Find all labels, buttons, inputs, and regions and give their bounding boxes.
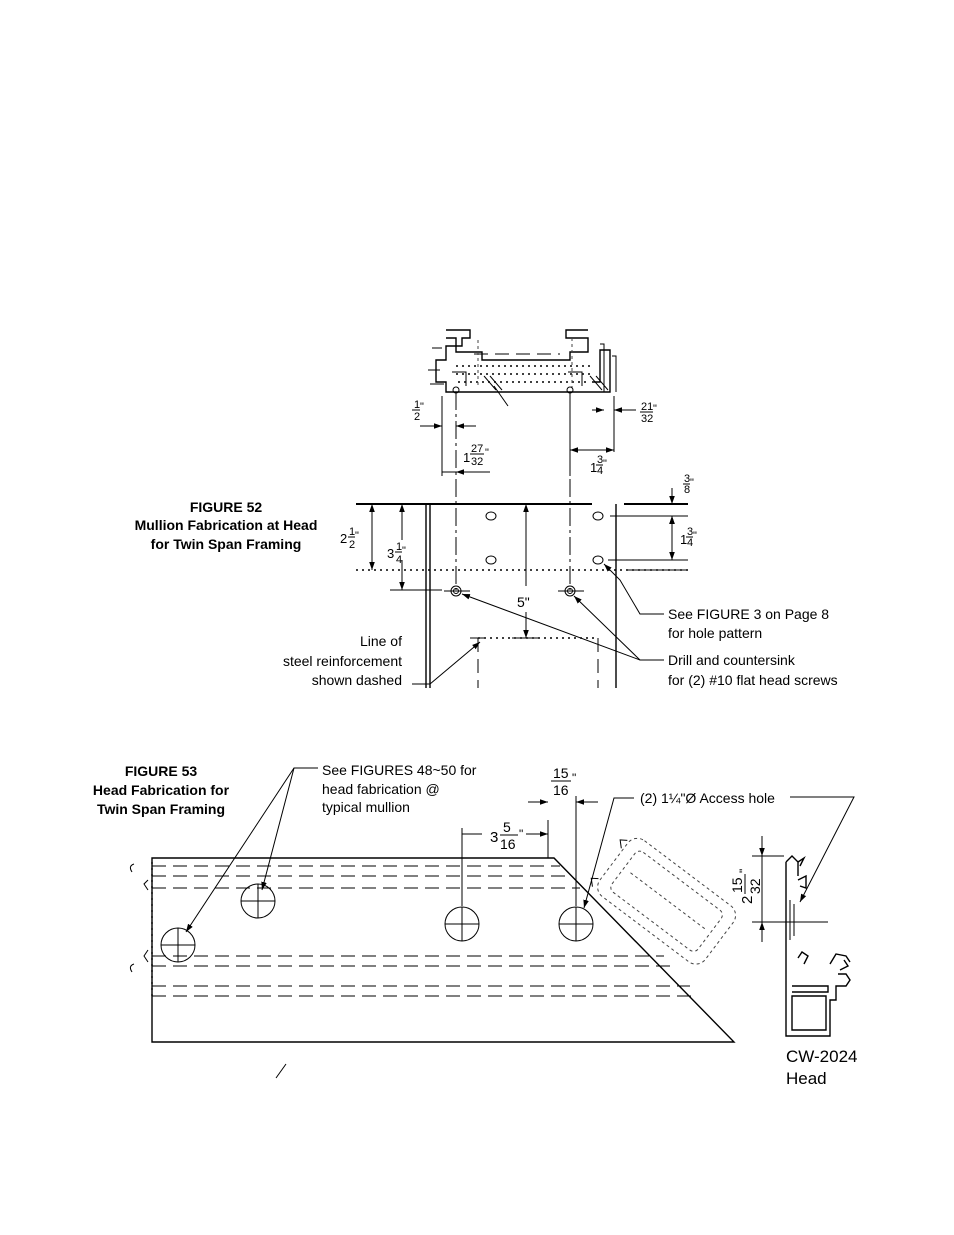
note-drill-1: Drill and countersink <box>668 652 796 668</box>
fig52-top-dimensions <box>420 392 636 590</box>
figure-52: FIGURE 52 Mullion Fabrication at Head fo… <box>135 329 838 688</box>
dim-3-1-4-num: 1 <box>396 541 402 553</box>
dim-half-num: 1 <box>414 399 420 411</box>
dim-3-1-4-den: 4 <box>396 554 402 566</box>
dim-3-1-4-inch: " <box>402 545 406 557</box>
note-hole-pattern-2: for hole pattern <box>668 625 762 641</box>
mullion-section-profile <box>428 329 617 407</box>
dim-1-3-4-top-num: 3 <box>597 454 603 466</box>
fig53-dimensions <box>461 796 828 942</box>
dim-1-3-4-top-den: 4 <box>597 465 603 477</box>
dim-3-5-16-whole: 3 <box>490 829 498 846</box>
dim-1-3-4-right-inch: " <box>693 530 697 542</box>
access-hole-2 <box>240 883 276 919</box>
dim-1-3-4-right-den: 4 <box>687 537 693 549</box>
cw2024-head-profile <box>785 855 851 1037</box>
dim-2-15-32-inch: " <box>737 869 751 873</box>
dim-1-3-4-top-inch: " <box>603 458 607 470</box>
dim-3-8-den: 8 <box>684 484 690 496</box>
fig52-subtitle-1: Mullion Fabrication at Head <box>135 517 318 533</box>
dim-2-15-32-whole: 2 <box>739 896 756 904</box>
fig53-title: FIGURE 53 <box>125 763 198 779</box>
head-elevation <box>129 837 737 1043</box>
fig53-leaders <box>185 767 855 1079</box>
note-steel-3: shown dashed <box>312 672 402 688</box>
note-drill-2: for (2) #10 flat head screws <box>668 672 838 688</box>
dim-half-inch: " <box>420 401 424 413</box>
dim-21-32-den: 32 <box>641 413 653 425</box>
dim-1-27-32-den: 32 <box>471 456 483 468</box>
dim-21-32-inch: " <box>653 403 657 415</box>
dim-15-16-den: 16 <box>553 782 569 798</box>
dim-1-27-32-num: 27 <box>471 443 483 455</box>
dim-3-8-num: 3 <box>684 473 690 485</box>
note-hole-pattern-1: See FIGURE 3 on Page 8 <box>668 606 829 622</box>
mullion-elevation <box>356 503 688 688</box>
dim-15-16-inch: " <box>572 771 576 785</box>
fig53-subtitle-1: Head Fabrication for <box>93 782 230 798</box>
note-steel-1: Line of <box>360 633 402 649</box>
ghost-mullion <box>590 837 737 965</box>
dim-2-1-2-num: 1 <box>349 526 355 538</box>
note-see-figures-3: typical mullion <box>322 799 410 815</box>
dim-2-1-2-whole: 2 <box>340 531 347 546</box>
fig52-subtitle-2: for Twin Span Framing <box>151 536 302 552</box>
access-hole-1 <box>160 927 196 963</box>
figure-53: FIGURE 53 Head Fabrication for Twin Span… <box>93 762 858 1088</box>
dim-2-15-32-den: 32 <box>747 878 763 894</box>
access-hole-4 <box>558 906 594 942</box>
part-name: Head <box>786 1069 827 1088</box>
dim-21-32-num: 21 <box>641 401 653 413</box>
dim-1-3-4-right-num: 3 <box>687 526 693 538</box>
dim-5: 5" <box>517 594 530 610</box>
dim-3-5-16-den: 16 <box>500 836 516 852</box>
note-steel-2: steel reinforcement <box>283 653 402 669</box>
dim-1-27-32-whole: 1 <box>463 450 470 465</box>
note-see-figures-1: See FIGURES 48~50 for <box>322 762 477 778</box>
dim-half-den: 2 <box>414 411 420 423</box>
access-hole-label: (2) 1¼"Ø Access hole <box>640 790 775 806</box>
dim-2-15-32-num: 15 <box>729 877 745 893</box>
dim-3-1-4-whole: 3 <box>387 546 394 561</box>
note-see-figures-2: head fabrication @ <box>322 781 440 797</box>
access-hole-3 <box>444 906 480 942</box>
dim-1-3-4-right-whole: 1 <box>680 532 687 547</box>
fig52-title: FIGURE 52 <box>190 499 263 515</box>
fig53-subtitle-2: Twin Span Framing <box>97 801 225 817</box>
fig52-side-dimensions <box>369 488 675 638</box>
fig52-leaders <box>412 563 664 685</box>
dim-2-1-2-den: 2 <box>349 539 355 551</box>
dim-3-5-16-inch: " <box>519 827 523 841</box>
dim-3-8-inch: " <box>690 477 694 489</box>
part-number: CW-2024 <box>786 1047 858 1066</box>
dim-1-3-4-top-whole: 1 <box>590 460 597 475</box>
dim-15-16-num: 15 <box>553 765 569 781</box>
dim-3-5-16-num: 5 <box>503 819 511 835</box>
dim-2-1-2-inch: " <box>355 530 359 542</box>
dim-1-27-32-inch: " <box>485 447 489 459</box>
